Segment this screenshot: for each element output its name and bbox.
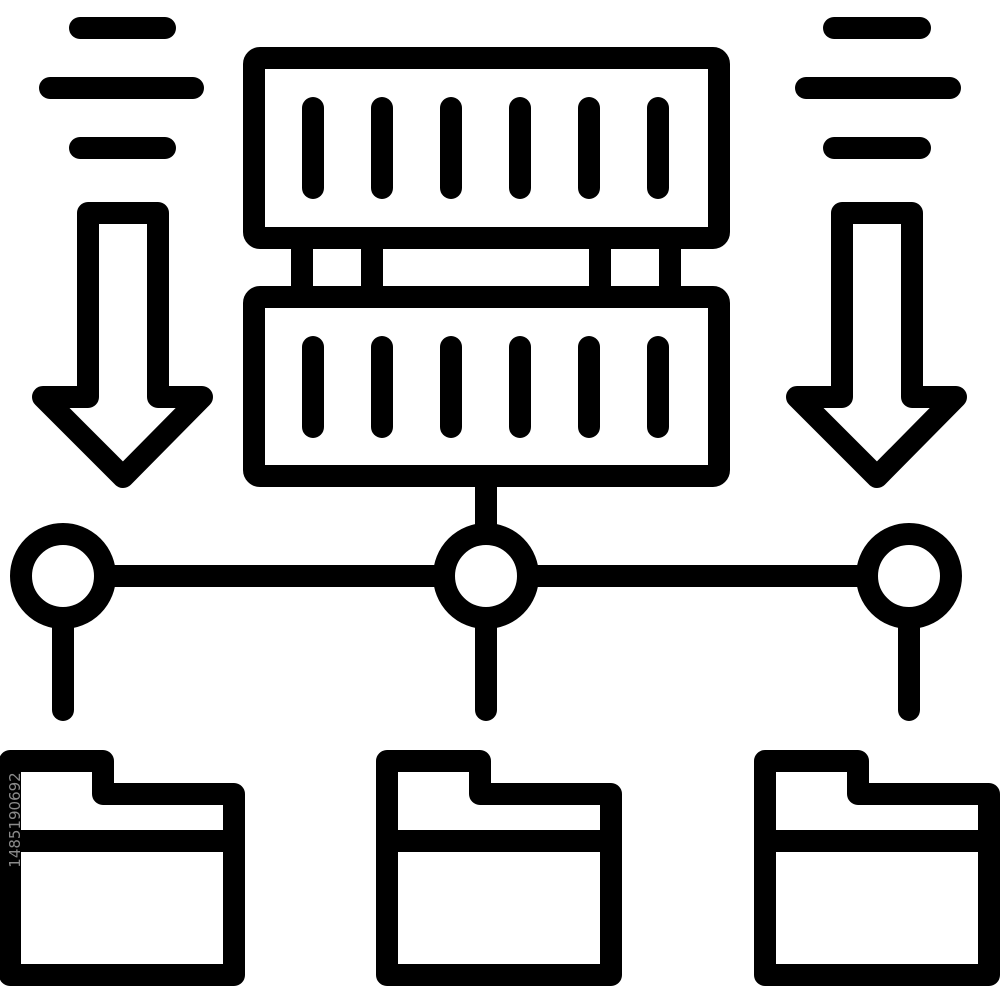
server-top-unit <box>243 47 730 249</box>
left-down-arrow-icon <box>32 202 213 488</box>
right-network-node-icon <box>856 523 962 629</box>
right-down-arrow-icon <box>786 202 967 488</box>
right-folder-icon <box>754 750 1000 986</box>
center-folder-icon <box>376 750 622 986</box>
left-folder-icon <box>0 750 245 986</box>
server-top-slots <box>302 97 669 199</box>
node-drop-lines <box>52 609 920 721</box>
stock-id-watermark: 1485190692 <box>6 772 24 868</box>
right-text-lines-icon <box>795 17 961 159</box>
left-text-lines-icon <box>39 17 204 159</box>
server-bottom-slots <box>302 336 669 438</box>
left-network-node-icon <box>10 523 116 629</box>
center-network-node-icon <box>433 523 539 629</box>
